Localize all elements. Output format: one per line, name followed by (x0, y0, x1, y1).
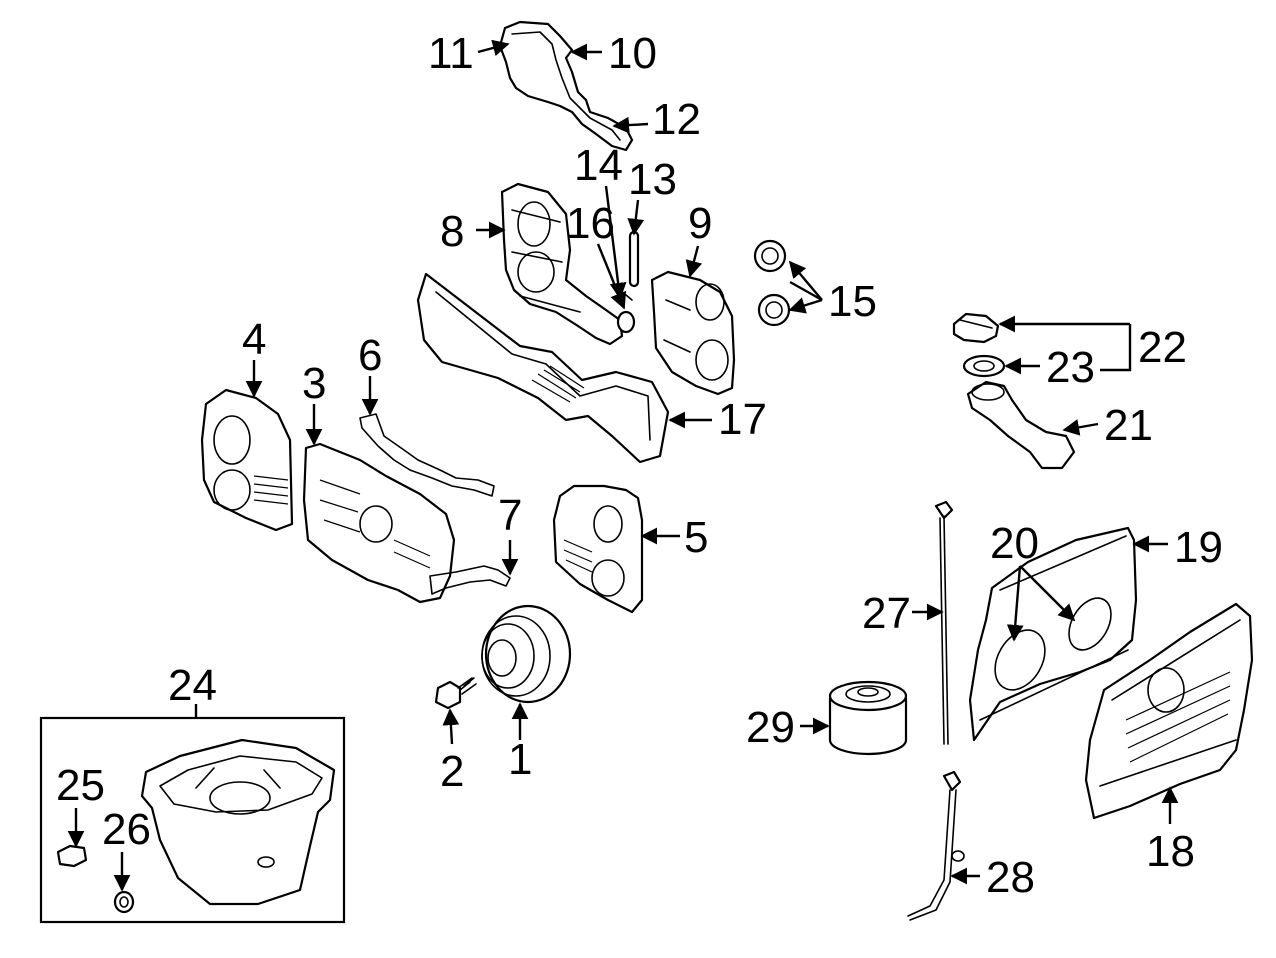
callout-1: 1 (508, 735, 532, 784)
pulley-bolt (434, 677, 477, 710)
oil-pan-group-box (39, 716, 346, 924)
lower-right-cover (552, 484, 644, 614)
callout-6: 6 (358, 331, 382, 380)
side-cover (1084, 602, 1254, 820)
callout-14: 14 (574, 141, 623, 190)
callout-20: 20 (990, 519, 1039, 568)
dipstick (934, 500, 954, 745)
callout-16: 16 (566, 199, 615, 248)
oil-filler-cap (952, 312, 1000, 344)
callout-29: 29 (746, 703, 795, 752)
drain-plug (56, 844, 88, 868)
dipstick-tube (907, 770, 965, 921)
callout-2: 2 (440, 747, 464, 796)
oil-filter (828, 680, 908, 756)
callout-11: 11 (428, 29, 474, 78)
callout-labels: 1 2 3 4 5 6 7 8 9 10 11 12 13 14 15 16 1… (56, 29, 1223, 902)
washers (753, 239, 791, 327)
front-timing-cover (302, 442, 456, 604)
callout-9: 9 (688, 199, 712, 248)
callout-19: 19 (1174, 523, 1223, 572)
callout-24: 24 (168, 661, 217, 710)
callout-5: 5 (684, 513, 708, 562)
filler-seal (962, 354, 1006, 378)
callout-23: 23 (1046, 343, 1095, 392)
callout-7: 7 (498, 491, 522, 540)
callout-25: 25 (56, 761, 105, 810)
oil-filler-tube (966, 380, 1076, 470)
callout-17: 17 (718, 395, 767, 444)
leader-lines (67, 39, 1179, 892)
side-cover-gasket (968, 526, 1138, 742)
drain-washer (113, 890, 135, 914)
left-timing-cover (200, 388, 294, 532)
callout-18: 18 (1146, 827, 1195, 876)
callout-10: 10 (608, 29, 657, 78)
callout-4: 4 (242, 315, 266, 364)
callout-8: 8 (440, 207, 464, 256)
callout-21: 21 (1104, 401, 1153, 450)
callout-27: 27 (862, 589, 911, 638)
crank-pulley (481, 604, 572, 704)
right-timing-cover (650, 270, 736, 396)
lower-cover-gasket (429, 565, 511, 595)
callout-28: 28 (986, 853, 1035, 902)
callout-26: 26 (102, 805, 151, 854)
callout-3: 3 (302, 359, 326, 408)
oil-pan (140, 738, 336, 906)
timing-belt (416, 272, 670, 464)
callout-13: 13 (628, 155, 677, 204)
callout-15: 15 (828, 277, 877, 326)
front-cover-gasket (359, 413, 495, 497)
callout-12: 12 (652, 95, 701, 144)
seal-and-bolts (616, 230, 640, 334)
inner-timing-cover (500, 182, 624, 346)
callout-22: 22 (1138, 323, 1187, 372)
